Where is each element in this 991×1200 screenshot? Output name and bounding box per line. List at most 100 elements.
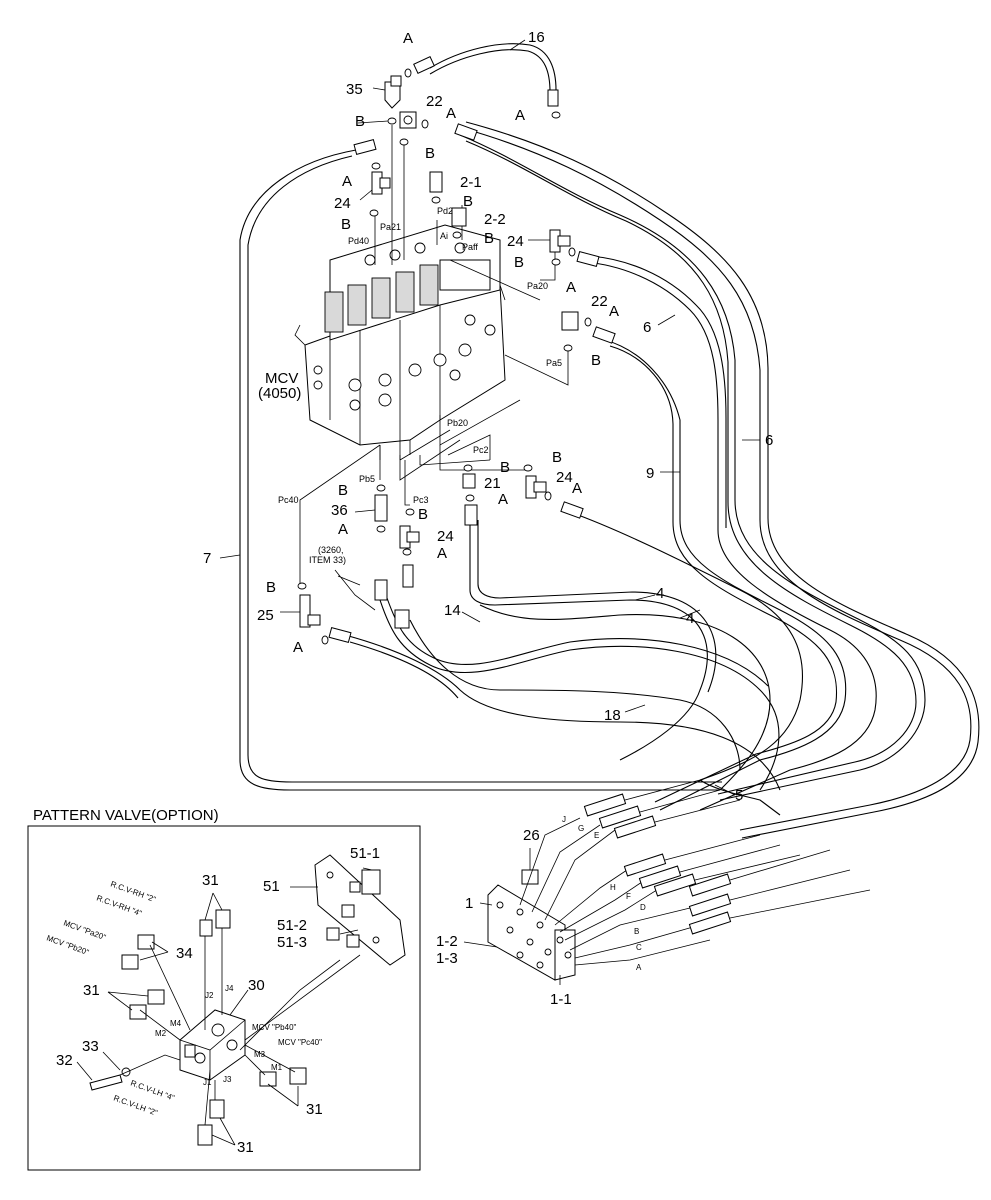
hose-9	[604, 339, 847, 811]
inset-label-31: 31	[306, 1101, 323, 1118]
label-a: A	[498, 491, 508, 508]
inset-port-m2: M2	[155, 1029, 167, 1038]
label-b: B	[552, 449, 562, 466]
hose-18	[409, 619, 741, 771]
label-b: B	[338, 482, 348, 499]
label-16: 16	[528, 29, 545, 46]
label-b: B	[500, 459, 510, 476]
label-4: 4	[686, 610, 694, 627]
hoses	[239, 43, 980, 839]
label-b: B	[514, 254, 524, 271]
inset-port-j3: J3	[223, 1075, 232, 1084]
inset-pattern-valve: PATTERN VALVE(OPTION)	[27, 807, 421, 1171]
label-2-2: 2-2	[484, 211, 506, 228]
hose-letters: J G E H F D B C A	[562, 815, 646, 972]
label-a: A	[342, 173, 352, 190]
label-b: B	[266, 579, 276, 596]
hose-letter-f: F	[626, 892, 631, 901]
inset-label-34: 34	[176, 945, 193, 962]
label-1-1: 1-1	[550, 991, 572, 1008]
inset-mcv-pa20: MCV "Pa20"	[62, 918, 107, 942]
label-a: A	[403, 30, 413, 47]
hose-16	[429, 43, 557, 91]
hose-4-b	[479, 604, 771, 791]
port-pa5: Pa5	[546, 358, 562, 368]
inset-port-m4: M4	[170, 1019, 182, 1028]
label-1-2: 1-2	[436, 933, 458, 950]
label-b: B	[341, 216, 351, 233]
label-b: B	[591, 352, 601, 369]
label-4: 4	[656, 585, 664, 602]
label-a: A	[338, 521, 348, 538]
mcv-label-line1: MCV	[265, 370, 298, 387]
mcv-valve-block	[294, 224, 506, 460]
port-pa21: Pa21	[380, 222, 401, 232]
inset-label-51-2: 51-2	[277, 917, 307, 934]
label-a: A	[446, 105, 456, 122]
inset-label-31: 31	[237, 1139, 254, 1156]
port-pc3: Pc3	[413, 495, 429, 505]
label-a: A	[566, 279, 576, 296]
inset-label-30: 30	[248, 977, 265, 994]
o-rings	[297, 68, 592, 645]
hose-letter-h: H	[610, 883, 616, 892]
port-paff: Paff	[462, 242, 478, 252]
hose-letter-j: J	[562, 815, 566, 824]
port-leaders	[299, 125, 569, 585]
hose-letter-e: E	[594, 831, 599, 840]
inset-rcv-lh-2: R.C.V-LH "2"	[112, 1093, 159, 1117]
port-ai: Ai	[440, 231, 448, 241]
label-5: 5	[735, 787, 743, 804]
inset-label-32: 32	[56, 1052, 73, 1069]
label-25: 25	[257, 607, 274, 624]
label-24: 24	[556, 469, 573, 486]
inset-frame	[27, 825, 421, 1171]
label-36: 36	[331, 502, 348, 519]
hose-6-a	[459, 134, 926, 801]
inset-label-33: 33	[82, 1038, 99, 1055]
label-7: 7	[203, 550, 211, 567]
inset-title: PATTERN VALVE(OPTION)	[33, 807, 219, 824]
hose-6-b	[461, 127, 972, 831]
label-a: A	[293, 639, 303, 656]
hose-25	[344, 634, 781, 791]
port-labels: Pa21 Pd2 Pd40 Ai Paff Pa20 Pa5 Pb20 Pc2 …	[258, 206, 562, 565]
inset-label-31: 31	[83, 982, 100, 999]
label-a: A	[609, 303, 619, 320]
note-line2: ITEM 33)	[309, 555, 346, 565]
label-1: 1	[465, 895, 473, 912]
inset-label-51-1: 51-1	[350, 845, 380, 862]
hose-14	[379, 599, 780, 791]
inset-rcv-lh-4: R.C.V-LH "4"	[129, 1078, 176, 1102]
label-b: B	[463, 193, 473, 210]
label-26: 26	[523, 827, 540, 844]
port-pc40: Pc40	[278, 495, 299, 505]
hose-7	[239, 149, 720, 791]
label-35: 35	[346, 81, 363, 98]
port-pb20: Pb20	[447, 418, 468, 428]
inset-port-j2: J2	[205, 991, 214, 1000]
inset-mcv-pb20: MCV "Pb20"	[45, 933, 90, 957]
inset-mcv-pc40: MCV "Pc40"	[278, 1038, 322, 1047]
hose-5	[699, 779, 781, 816]
inset-port-m3: M3	[254, 1050, 266, 1059]
hose-letter-a: A	[636, 963, 642, 972]
label-2-1: 2-1	[460, 174, 482, 191]
label-22: 22	[591, 293, 608, 310]
hose-4-a	[469, 520, 708, 761]
port-pd2: Pd2	[437, 206, 453, 216]
hose-letter-g: G	[578, 824, 584, 833]
label-24: 24	[334, 195, 351, 212]
label-b: B	[355, 113, 365, 130]
port-pb5: Pb5	[359, 474, 375, 484]
label-a: A	[515, 107, 525, 124]
inset-mcv-pb40: MCV "Pb40"	[252, 1023, 297, 1032]
label-9: 9	[646, 465, 654, 482]
hose-letter-d: D	[640, 903, 646, 912]
main-labels: A 16 35 22 A A B B A 24 2-1 B 2-2 B B 24…	[203, 29, 773, 1008]
port-pd40: Pd40	[348, 236, 369, 246]
hose-letter-c: C	[636, 943, 642, 952]
label-b: B	[425, 145, 435, 162]
label-18: 18	[604, 707, 621, 724]
